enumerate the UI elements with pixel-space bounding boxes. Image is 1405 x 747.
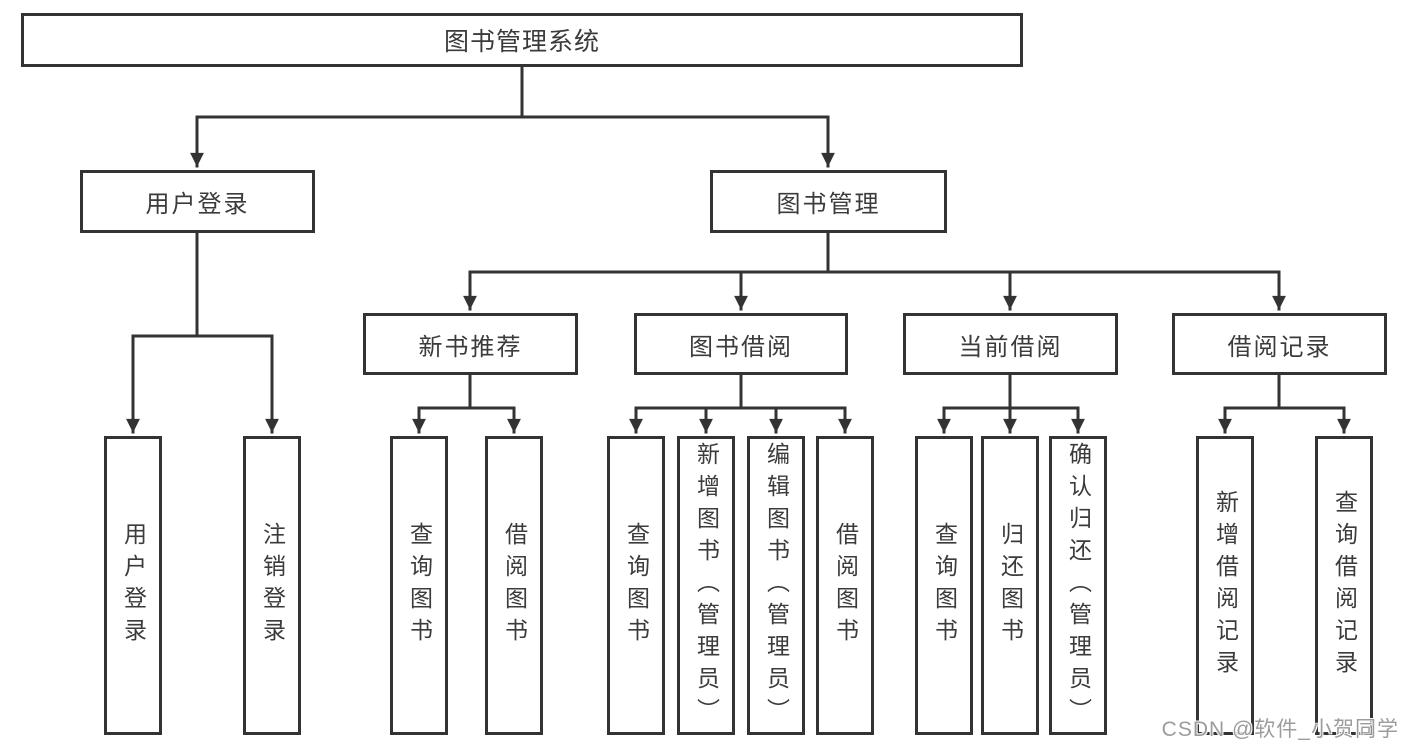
leaf-confirm-return-admin: 确认归还（管理员） <box>1049 436 1107 735</box>
leaf-query-borrow-record-label: 查询借阅记录 <box>1331 489 1358 682</box>
leaf-query-books-1: 查询图书 <box>390 436 448 735</box>
leaf-borrow-books-2-label: 借阅图书 <box>832 521 859 650</box>
watermark: CSDN @软件_小贺同学 <box>1161 718 1399 741</box>
connector-root <box>190 65 835 168</box>
node-current-borrow: 当前借阅 <box>903 313 1118 375</box>
leaf-query-books-3: 查询图书 <box>915 436 973 735</box>
node-book-borrow: 图书借阅 <box>634 313 848 375</box>
node-root: 图书管理系统 <box>21 13 1023 67</box>
leaf-edit-book-admin-label: 编辑图书（管理员） <box>763 441 790 730</box>
node-new-book-recommend: 新书推荐 <box>363 313 578 375</box>
node-book-management: 图书管理 <box>710 170 947 233</box>
node-root-label: 图书管理系统 <box>443 28 600 56</box>
leaf-borrow-books-1-label: 借阅图书 <box>501 521 528 650</box>
leaf-query-books-1-label: 查询图书 <box>406 521 433 650</box>
leaf-query-books-3-label: 查询图书 <box>931 521 958 650</box>
connector-current-borrow <box>937 373 1085 434</box>
connector-user-login <box>126 231 279 434</box>
node-current-borrow-label: 当前借阅 <box>958 333 1063 361</box>
node-user-login-label: 用户登录 <box>145 191 250 218</box>
leaf-add-borrow-record-label: 新增借阅记录 <box>1212 489 1239 682</box>
connector-borrow-records <box>1218 373 1351 434</box>
leaf-add-borrow-record: 新增借阅记录 <box>1196 436 1254 735</box>
connector-book-management <box>463 231 1286 311</box>
leaf-user-login: 用户登录 <box>104 436 162 735</box>
connector-book-borrow <box>629 373 852 434</box>
leaf-edit-book-admin: 编辑图书（管理员） <box>747 436 805 735</box>
leaf-logout: 注销登录 <box>243 436 301 735</box>
node-new-book-recommend-label: 新书推荐 <box>418 333 523 361</box>
node-borrow-records-label: 借阅记录 <box>1227 333 1332 361</box>
leaf-return-book: 归还图书 <box>981 436 1039 735</box>
leaf-add-book-admin-label: 新增图书（管理员） <box>693 441 720 730</box>
leaf-query-books-2: 查询图书 <box>607 436 665 735</box>
node-book-borrow-label: 图书借阅 <box>689 333 793 361</box>
leaf-logout-label: 注销登录 <box>259 521 286 650</box>
leaf-borrow-books-1: 借阅图书 <box>485 436 543 735</box>
leaf-user-login-label: 用户登录 <box>120 521 147 650</box>
leaf-query-borrow-record: 查询借阅记录 <box>1315 436 1373 735</box>
leaf-confirm-return-admin-label: 确认归还（管理员） <box>1065 441 1092 730</box>
leaf-borrow-books-2: 借阅图书 <box>816 436 874 735</box>
leaf-return-book-label: 归还图书 <box>997 521 1024 650</box>
connector-new-book <box>412 373 521 434</box>
node-borrow-records: 借阅记录 <box>1172 313 1387 375</box>
node-user-login: 用户登录 <box>80 170 315 233</box>
node-book-management-label: 图书管理 <box>776 191 881 218</box>
leaf-add-book-admin: 新增图书（管理员） <box>677 436 735 735</box>
leaf-query-books-2-label: 查询图书 <box>623 521 650 650</box>
